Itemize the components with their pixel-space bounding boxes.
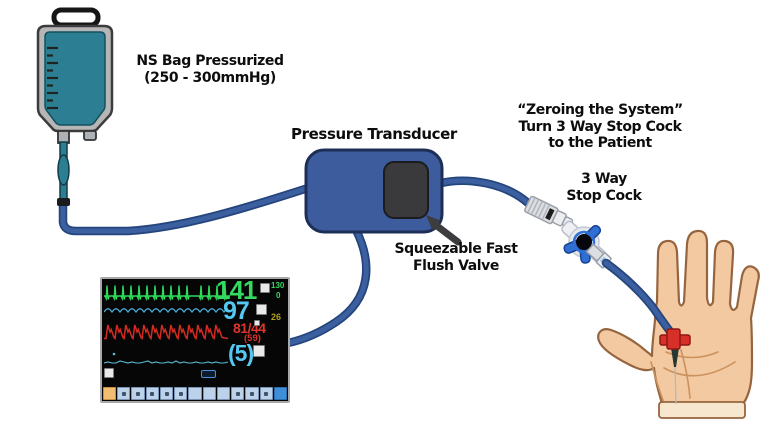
ecg-trace [104,285,230,302]
monitor-softkey-button [273,387,288,400]
softkey-glyph-icon [264,391,269,396]
cvp-trace [104,360,229,364]
hr-alarm-upper: 130 [271,281,285,290]
stopcock-label: 3 Way Stop Cock [544,171,664,204]
softkey-glyph-icon [164,391,169,396]
alarm-icon [253,345,265,357]
volume-scale [47,46,58,110]
zeroing-label-line1: “Zeroing the System” [517,102,683,118]
softkey-glyph-icon [121,391,126,396]
monitor-softkey-button [174,387,188,400]
stopcock-label-line1: 3 Way [581,171,627,187]
art-trace [104,324,229,341]
flush-valve-label-line1: Squeezable Fast [394,241,518,257]
arterial-catheter [659,328,691,405]
stopcock-label-line2: Stop Cock [566,187,642,204]
cvp-value: (5) [228,340,254,366]
battery-icon [201,370,216,378]
arterial-mean-value: (59) [244,333,261,344]
zeroing-label-line2: Turn 3 Way Stop Cock [518,118,682,135]
pressure-transducer [304,148,444,234]
resp-value: 26 [271,312,282,322]
softkey-glyph-icon [249,391,254,396]
monitor-softkey-button [245,387,259,400]
flush-valve-arrow-icon [426,215,462,246]
heart-rate-value: 141 [216,275,257,305]
monitor-softkey-button [216,387,231,400]
three-way-stopcock [523,195,612,269]
softkey-glyph-icon [150,391,155,396]
ns-bag [36,7,114,206]
zeroing-instruction-label: “Zeroing the System” Turn 3 Way Stop Coc… [505,102,695,152]
pleth-trace [104,307,229,314]
patient-hand [597,229,760,419]
monitor-softkey-button [159,387,174,400]
pressure-tubing [58,176,533,348]
ns-bag-label-line1: NS Bag Pressurized [136,53,284,69]
softkey-glyph-icon [136,391,141,396]
monitor-softkey-button [231,387,245,400]
pressure-transducer-label: Pressure Transducer [291,125,457,143]
alarm-icon [256,304,267,315]
flush-valve-label-line2: Flush Valve [412,257,500,274]
tubing-connector [523,195,574,229]
ns-bag-label-line2: (250 - 300mmHg) [144,69,276,86]
spo2-value: 97 [223,297,250,325]
zeroing-label-line3: to the Patient [548,135,652,151]
monitor-softkey-button [259,387,273,400]
cvp-marker-dot [112,352,116,356]
waveform-display [104,285,230,364]
alarm-icon [260,283,270,293]
ns-bag-label: NS Bag Pressurized (250 - 300mmHg) [120,53,300,86]
monitor-softkey-button [103,387,117,400]
softkey-glyph-icon [235,391,240,396]
monitor-softkey-button [202,387,216,400]
hr-alarm-lower: 0 [276,291,281,300]
monitor-softkey-button [188,387,202,400]
patient-monitor: 141 130 0 97 26 81/44 (59) (5) [100,275,290,403]
monitor-toolbar [103,387,288,400]
monitor-softkey-button [145,387,159,400]
flush-valve-label: Squeezable Fast Flush Valve [376,241,536,274]
alarm-dot-icon [254,320,260,326]
monitor-softkey-button [131,387,145,400]
softkey-glyph-icon [178,391,183,396]
fast-flush-valve [383,161,429,219]
monitor-softkey-button [117,387,131,400]
bag-hanger-icon [51,7,101,28]
alarm-icon [104,368,114,378]
